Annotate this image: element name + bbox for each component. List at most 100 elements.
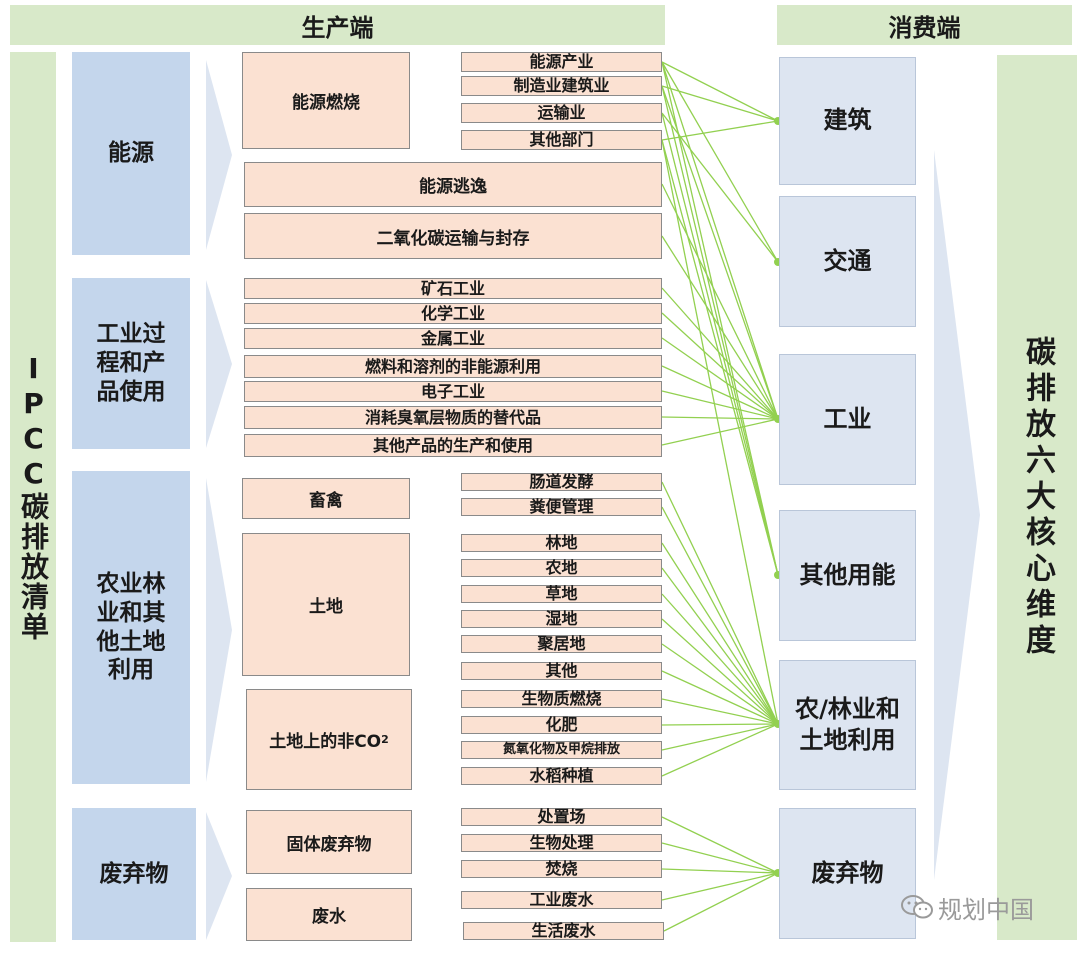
item-chemical: 化学工业: [244, 303, 662, 324]
chevron-arrow: [206, 60, 232, 250]
consumer-other-energy: 其他用能: [779, 510, 916, 641]
link-line: [661, 643, 779, 725]
link-line: [661, 337, 779, 420]
ipcc-inventory-label: IPCC碳排放清单: [17, 352, 50, 642]
item-transport: 运输业: [461, 103, 662, 123]
link-line: [661, 593, 779, 725]
item-incineration: 焚烧: [461, 860, 662, 878]
link-line: [661, 112, 779, 576]
link-line: [661, 618, 779, 725]
link-line: [661, 816, 779, 874]
link-line: [661, 183, 779, 420]
category-waste: 废弃物: [72, 808, 196, 940]
item-landfill: 处置场: [461, 808, 662, 826]
link-line: [661, 85, 779, 122]
link-line: [661, 723, 779, 726]
wechat-icon: [901, 895, 933, 919]
group-land: 土地: [242, 533, 410, 676]
watermark: 规划中国: [900, 892, 1050, 924]
item-settlement: 聚居地: [461, 635, 662, 653]
link-line: [661, 418, 779, 446]
item-metal: 金属工业: [244, 328, 662, 349]
link-line: [661, 235, 779, 420]
link-line: [661, 723, 779, 777]
item-rice: 水稻种植: [461, 767, 662, 785]
category-ippu: 工业过程和产品使用: [72, 278, 190, 449]
link-line: [661, 698, 779, 725]
ipcc-inventory-title: IPCC碳排放清单: [10, 52, 56, 942]
group-livestock: 畜禽: [242, 478, 410, 519]
link-line: [661, 112, 779, 263]
item-fertilizer: 化肥: [461, 716, 662, 734]
link-line: [661, 416, 779, 420]
production-header: 生产端: [10, 5, 665, 45]
link-line: [661, 390, 779, 420]
link-line: [661, 506, 779, 725]
item-cropland: 农地: [461, 559, 662, 577]
group-land-non-co2-label: 土地上的非CO: [269, 732, 382, 752]
watermark-text: 规划中国: [938, 895, 1034, 924]
link-line: [661, 481, 779, 725]
link-line: [661, 120, 779, 141]
consumer-industry: 工业: [779, 354, 916, 485]
item-electronics: 电子工业: [244, 381, 662, 402]
link-line: [661, 312, 779, 420]
link-line: [661, 85, 779, 420]
item-ods-substitutes: 消耗臭氧层物质的替代品: [244, 406, 662, 429]
consumer-waste: 废弃物: [779, 808, 916, 939]
item-ccs: 二氧化碳运输与封存: [244, 213, 662, 259]
item-industrial-ww: 工业废水: [461, 891, 662, 909]
chevron-arrow: [206, 280, 232, 448]
link-line: [661, 723, 779, 751]
link-line: [661, 872, 779, 901]
group-wastewater: 废水: [246, 888, 412, 941]
item-other-land: 其他: [461, 662, 662, 680]
group-energy-combustion: 能源燃烧: [242, 52, 410, 149]
item-fugitive: 能源逃逸: [244, 162, 662, 207]
item-n2o-ch4: 氮氧化物及甲烷排放: [461, 741, 662, 759]
item-other-products: 其他产品的生产和使用: [244, 434, 662, 457]
link-line: [661, 842, 779, 874]
link-line: [661, 868, 779, 874]
item-grassland: 草地: [461, 585, 662, 603]
item-biological: 生物处理: [461, 834, 662, 852]
item-fuel-solvent: 燃料和溶剂的非能源利用: [244, 355, 662, 378]
link-line: [661, 287, 779, 420]
group-land-non-co2-subscript: 2: [381, 733, 389, 746]
chevron-arrow: [206, 812, 232, 940]
item-manure: 粪便管理: [461, 498, 662, 516]
six-dimensions-label: 碳排放六大核心维度: [1020, 335, 1055, 660]
consumer-traffic: 交通: [779, 196, 916, 327]
item-wetland: 湿地: [461, 610, 662, 628]
link-line: [661, 61, 779, 263]
link-line: [661, 670, 779, 725]
link-line: [661, 61, 779, 122]
item-forest: 林地: [461, 534, 662, 552]
consumer-agri-land: 农/林业和土地利用: [779, 660, 916, 790]
item-mineral: 矿石工业: [244, 278, 662, 299]
chevron-arrow: [206, 478, 232, 782]
group-solid-waste: 固体废弃物: [246, 810, 412, 874]
link-line: [661, 61, 779, 420]
link-line: [663, 872, 779, 932]
link-line: [661, 61, 779, 576]
six-dimensions-title: 碳排放六大核心维度: [997, 55, 1077, 940]
consumption-header: 消费端: [777, 5, 1072, 45]
item-enteric: 肠道发酵: [461, 473, 662, 491]
item-manufacturing-construction: 制造业建筑业: [461, 76, 662, 96]
category-afolu: 农业林业和其他土地利用: [72, 471, 190, 784]
link-line: [661, 139, 779, 576]
link-line: [661, 567, 779, 725]
link-line: [661, 365, 779, 420]
item-domestic-ww: 生活废水: [463, 922, 664, 940]
item-biomass-burning: 生物质燃烧: [461, 690, 662, 708]
big-chevron-arrow: [934, 150, 980, 880]
consumer-building: 建筑: [779, 57, 916, 185]
item-other-sectors: 其他部门: [461, 130, 662, 150]
category-energy: 能源: [72, 52, 190, 255]
item-energy-industry: 能源产业: [461, 52, 662, 72]
link-line: [661, 542, 779, 725]
link-line: [661, 85, 779, 576]
